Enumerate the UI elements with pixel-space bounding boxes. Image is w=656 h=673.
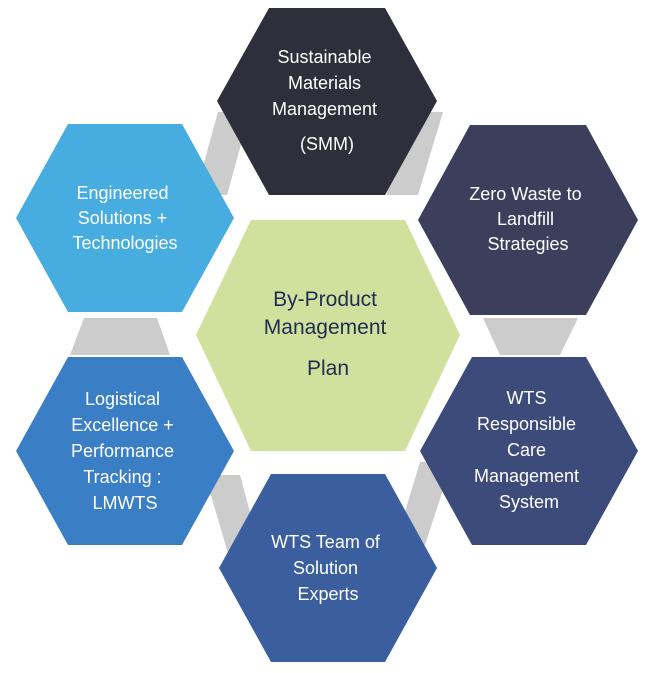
hexagon-zero-waste: Zero Waste to Landfill Strategies [418, 125, 638, 315]
hexagon-center: By-Product Management Plan [196, 220, 460, 451]
hexagon-responsible-care-line: Management [474, 466, 579, 486]
connector-smm-zero-waste [386, 112, 443, 195]
hexagon-engineered: Engineered Solutions + Technologies [16, 124, 234, 312]
hexagon-logistical-line: Tracking : [83, 467, 161, 487]
connector-zero-waste-responsible-care [483, 318, 578, 355]
hexagon-responsible-care-line: System [499, 492, 559, 512]
hexagon-logistical-line: Excellence + [71, 415, 174, 435]
hexagon-team-experts-label: WTS Team of Solution Experts [271, 532, 385, 604]
hexagon-smm-line: (SMM) [300, 134, 354, 154]
hexagon-logistical-line: LMWTS [93, 493, 158, 513]
connector-engineered-logistical [70, 318, 170, 355]
hexagon-center-shape [196, 220, 460, 451]
hexagon-zero-waste-shape [418, 125, 638, 315]
hexagon-center-label: By-Product Management Plan [264, 288, 392, 380]
hexagon-engineered-line: Engineered [76, 183, 168, 203]
hexagon-responsible-care-line: Care [507, 440, 546, 460]
hexagon-responsible-care-line: WTS [506, 388, 546, 408]
hexagon-logistical-label: Logistical Excellence + Performance Trac… [71, 389, 179, 513]
hexagon-engineered-line: Solutions + [78, 208, 168, 228]
hexagon-responsible-care: WTS Responsible Care Management System [420, 357, 638, 545]
hexagon-smm-label: Sustainable Materials Management (SMM) [272, 47, 382, 154]
hexagon-smm-shape [217, 8, 437, 195]
center-line: By-Product [273, 288, 377, 311]
hexagon-engineered-shape [16, 124, 234, 312]
hexagon-responsible-care-shape [420, 357, 638, 545]
hexagon-team-experts-line: Experts [297, 584, 358, 604]
hexagon-logistical-line: Logistical [85, 389, 160, 409]
hexagon-zero-waste-line: Strategies [487, 234, 568, 254]
hexagon-logistical: Logistical Excellence + Performance Trac… [16, 357, 234, 545]
hexagon-team-experts-line: WTS Team of [271, 532, 381, 552]
hexagon-zero-waste-label: Zero Waste to Landfill Strategies [469, 184, 586, 254]
hexagon-engineered-line: Technologies [72, 233, 177, 253]
center-line: Management [264, 316, 387, 339]
hexagon-team-experts-line: Solution [293, 558, 358, 578]
hexagon-logistical-line: Performance [71, 441, 174, 461]
hexagon-engineered-label: Engineered Solutions + Technologies [72, 183, 177, 253]
hexagon-smm-line: Sustainable [277, 47, 371, 67]
hexagon-zero-waste-line: Landfill [497, 209, 554, 229]
hexagon-team-experts: WTS Team of Solution Experts [219, 474, 437, 662]
hexagon-smm-line: Materials [288, 73, 361, 93]
hexagon-responsible-care-label: WTS Responsible Care Management System [474, 388, 584, 512]
hexagon-zero-waste-line: Zero Waste to [469, 184, 581, 204]
hexagon-team-experts-shape [219, 474, 437, 662]
hexagon-responsible-care-line: Responsible [477, 414, 576, 434]
center-line: Plan [307, 357, 349, 380]
hexagon-smm: Sustainable Materials Management (SMM) [217, 8, 437, 195]
hexagon-logistical-shape [16, 357, 234, 545]
hexagon-smm-line: Management [272, 99, 377, 119]
